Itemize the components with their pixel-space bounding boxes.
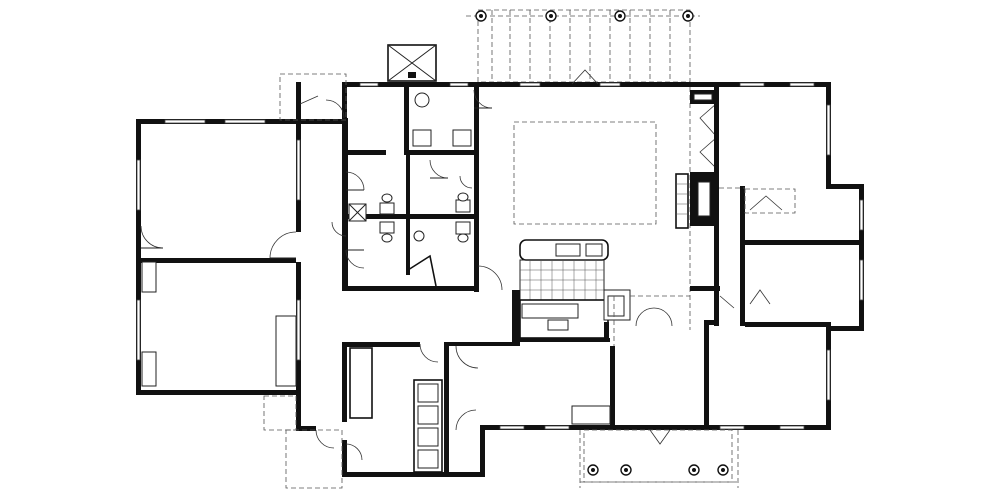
toilet-icon [379, 192, 471, 243]
west-bedrooms [140, 122, 301, 394]
kitchen [512, 239, 690, 425]
rear-pergola [466, 9, 700, 83]
kitchen-island-tiles [519, 259, 605, 301]
laundry-room [299, 95, 514, 477]
pergola-column-icon [475, 10, 694, 22]
front-porch [579, 429, 739, 488]
bath-core [325, 87, 493, 292]
side-entry-stoop [263, 73, 347, 489]
exterior-walls [136, 82, 864, 477]
east-bedrooms [571, 87, 859, 445]
washer-dryer-icon [413, 379, 443, 473]
fireplace-icon [675, 90, 716, 229]
porch-column-icon [587, 464, 729, 476]
great-room [513, 69, 717, 330]
roof-vent-box [387, 44, 437, 82]
shower-icon [348, 203, 367, 222]
